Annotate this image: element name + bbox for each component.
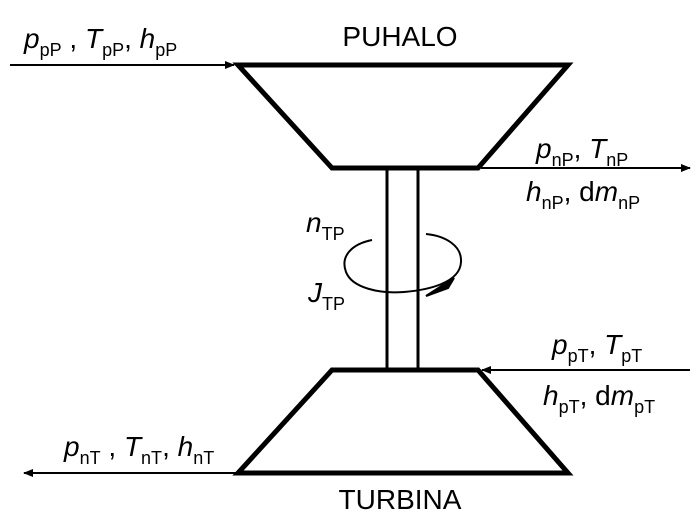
separator: , [564,176,580,207]
subscript: nP [552,150,574,170]
symbol: p [63,431,80,462]
symbol: m [611,380,634,411]
symbol: n [306,207,322,238]
symbol-prefix: d [595,380,611,411]
symbol: p [23,23,40,54]
rotation-arrow [343,233,463,294]
subscript: nT [141,448,162,468]
compressor-inlet-label: ppP , TpP, hpP​ [23,23,177,60]
symbol: p [535,133,552,164]
subscript: nP [606,150,628,170]
subscript: TP [322,294,345,314]
subscript: pP [40,40,62,60]
subscript: nP [542,193,564,213]
separator: , [589,329,605,360]
subscript: pT [634,397,655,417]
separator: , [124,23,140,54]
turbine-inlet-label-line1: ppT, TpT​ [551,329,642,366]
turbine-body [232,367,574,476]
separator: , [574,133,590,164]
symbol: m [595,176,618,207]
subscript: pT [568,346,589,366]
symbol: p [551,329,568,360]
subscript: pT [559,397,580,417]
symbol: T [604,329,623,360]
turbine-inlet-label-line2: hpT, dmpT​ [543,380,655,417]
symbol: T [124,431,143,462]
symbol: h [140,23,156,54]
shaft-inertia-label: JTP​ [307,277,345,314]
symbol-prefix: d [579,176,595,207]
symbol: T [589,133,608,164]
subscript: nP [618,193,640,213]
symbol: h [543,380,559,411]
separator: , [580,380,596,411]
compressor-body [232,62,574,171]
subscript: pT [621,346,642,366]
separator: , [62,23,85,54]
subscript: pP [155,40,177,60]
symbol: h [178,431,194,462]
compressor-outlet-label-line2: hnP, dmnP​ [526,176,640,213]
compressor-outlet-label-line1: pnP, TnP​ [535,133,628,170]
separator: , [162,431,178,462]
subscript: nT [193,448,214,468]
compressor-title: PUHALO [342,21,457,52]
subscript: pP [102,40,124,60]
turbine-title: TURBINA [339,484,462,515]
separator: , [101,431,124,462]
symbol: h [526,176,542,207]
shaft-speed-label: nTP​ [306,207,345,244]
symbol: J [307,277,323,308]
subscript: TP [322,224,345,244]
turbine-outlet-label: pnT , TnT, hnT​ [63,431,214,468]
rotation-arrowhead [425,277,455,297]
symbol: T [85,23,104,54]
subscript: nT [80,448,101,468]
